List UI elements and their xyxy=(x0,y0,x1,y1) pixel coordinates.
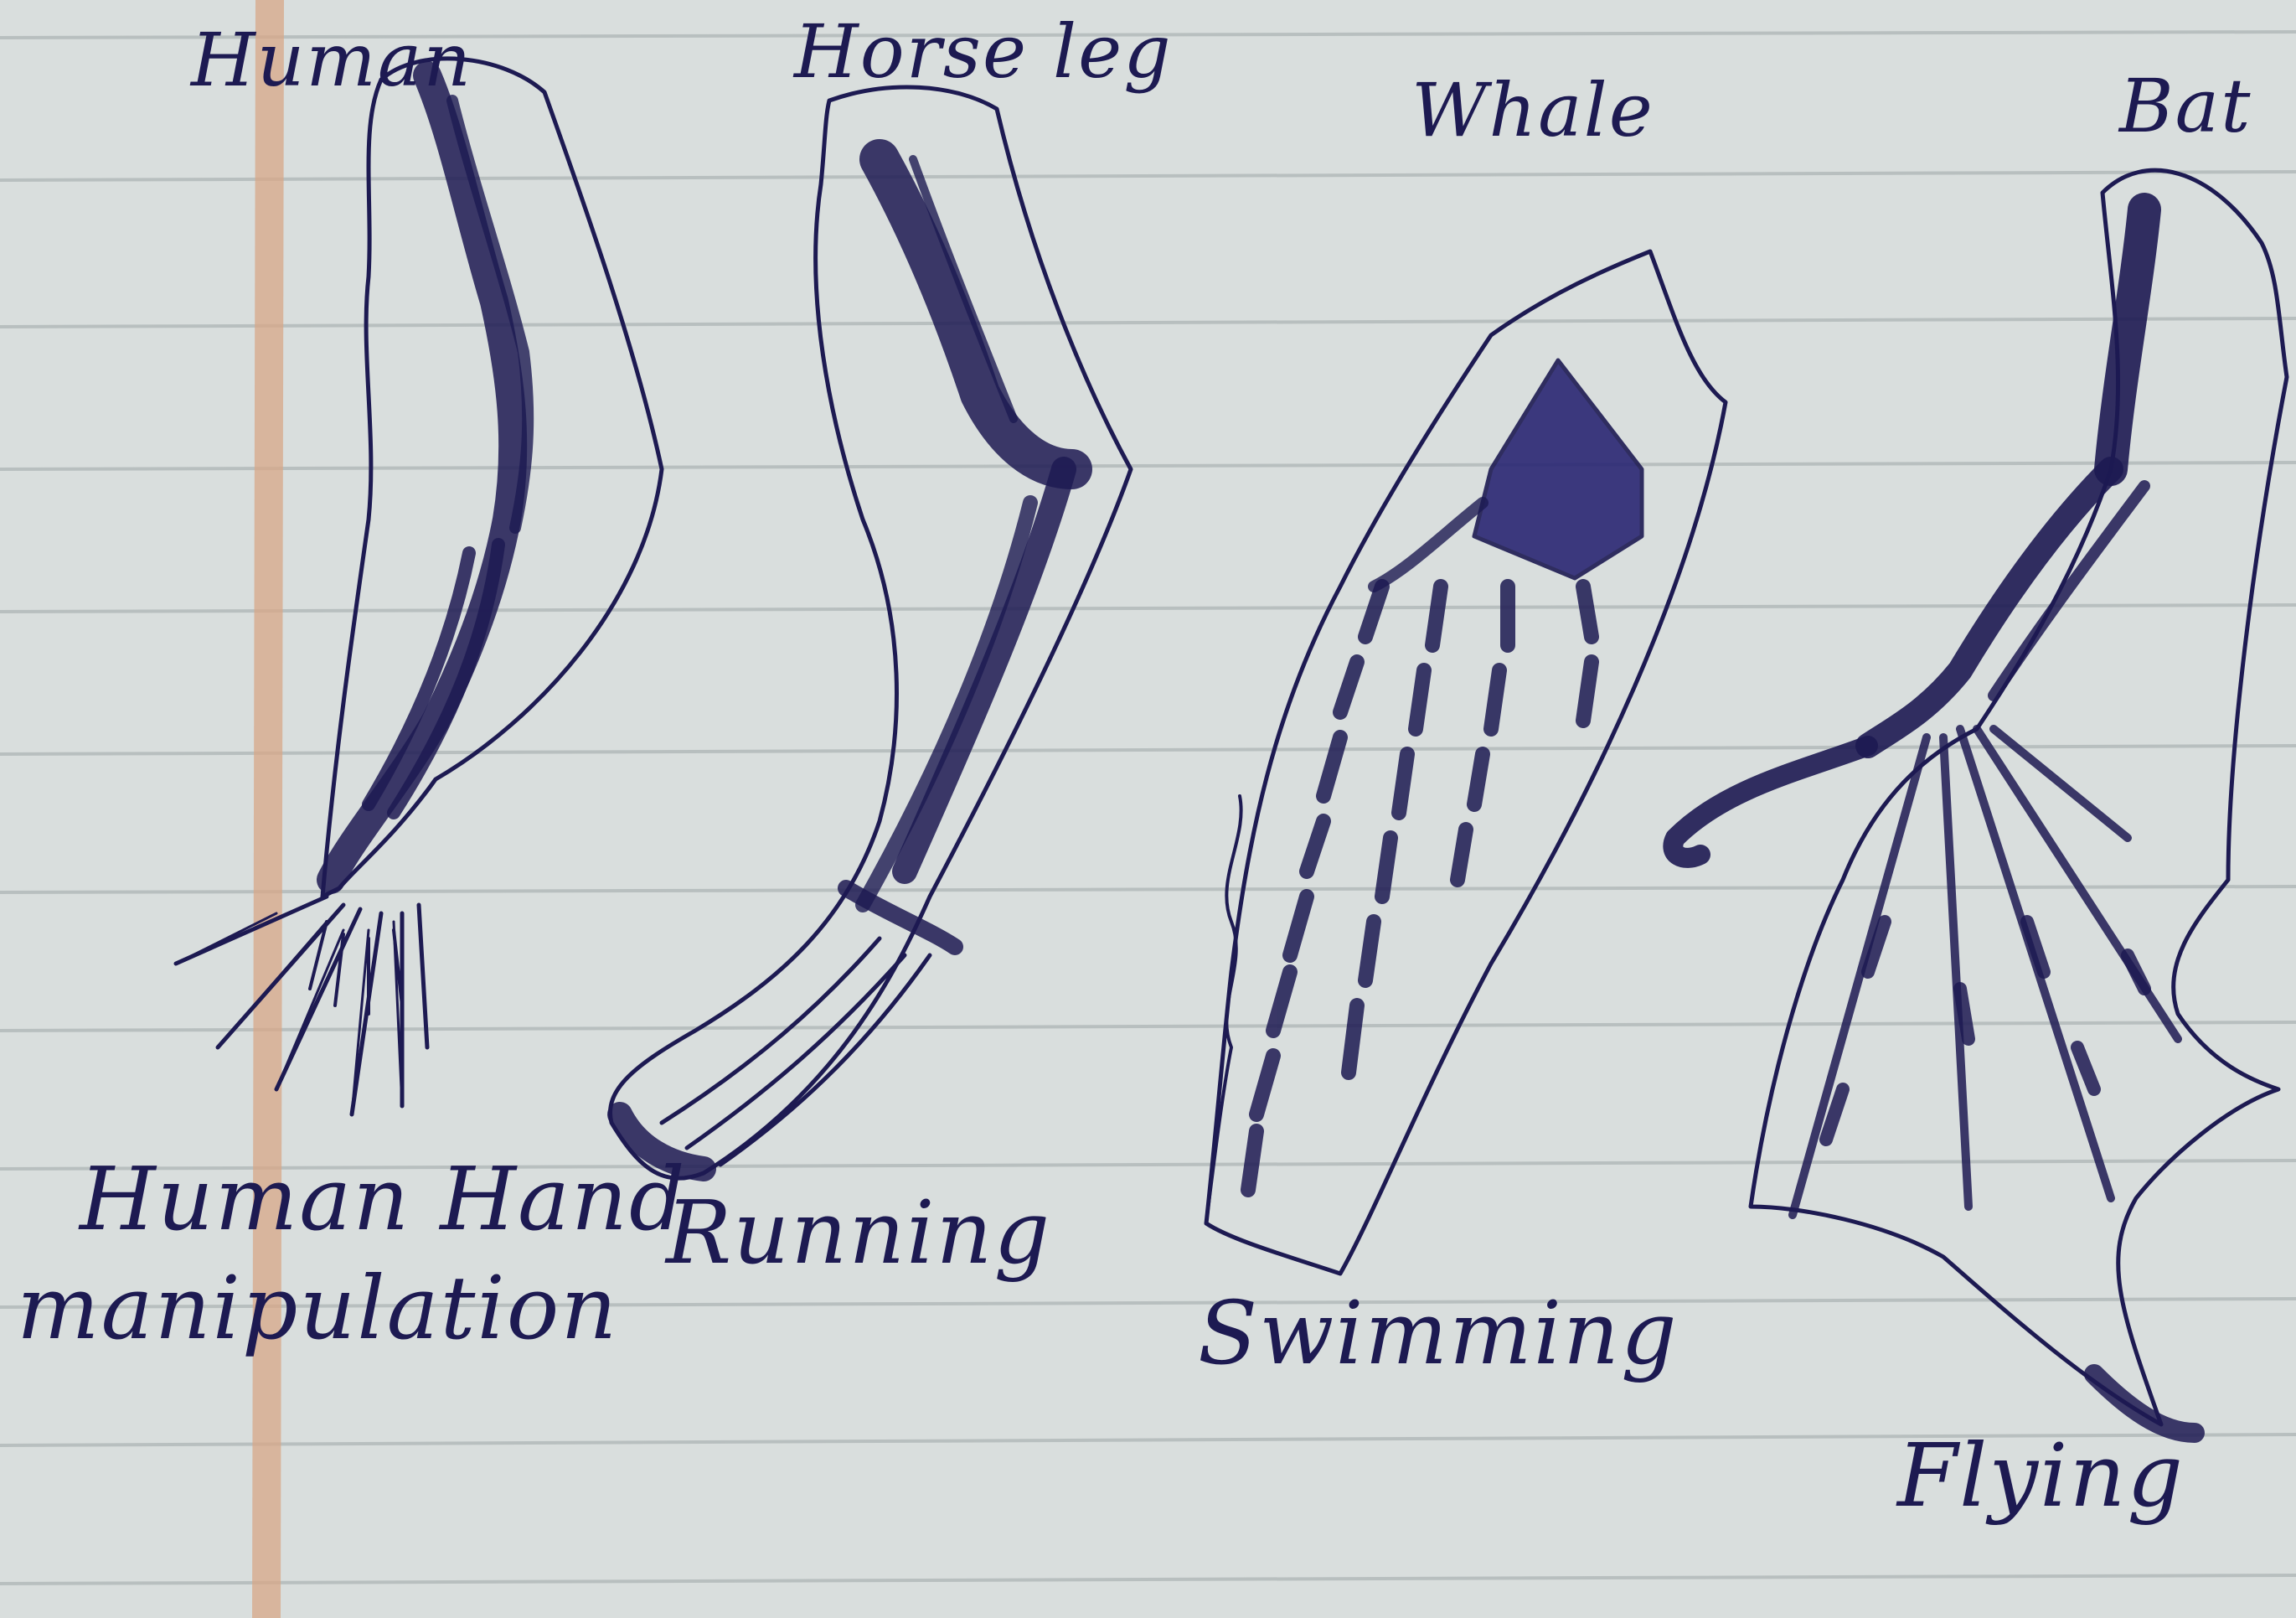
caption-whale: Swimming xyxy=(1198,1282,1679,1384)
margin-line xyxy=(266,0,270,1618)
label-horse-leg: Horse leg xyxy=(794,8,1173,95)
label-bat: Bat xyxy=(2119,63,2252,149)
caption-human-line1: Human Hand xyxy=(80,1148,687,1250)
caption-horse: Running xyxy=(666,1181,1051,1284)
caption-human-line2: manipulation xyxy=(17,1257,618,1359)
caption-bat: Flying xyxy=(1897,1424,2185,1527)
label-whale: Whale xyxy=(1411,67,1654,153)
label-human: Human xyxy=(191,17,472,103)
